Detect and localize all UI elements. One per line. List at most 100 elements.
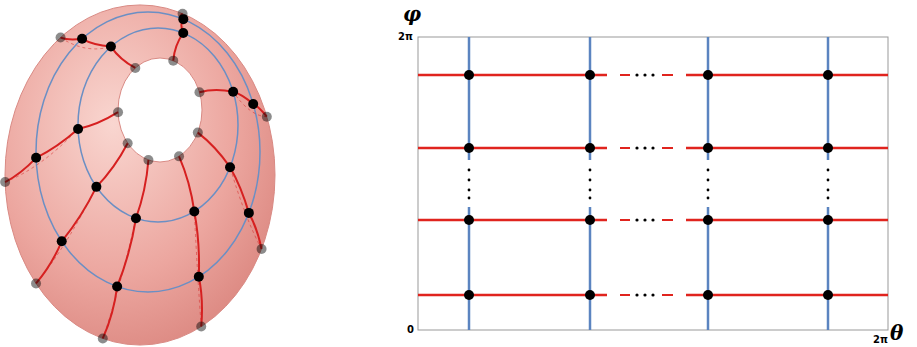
plot-frame [418, 37, 888, 330]
blue-line [468, 207, 471, 330]
red-line [686, 147, 888, 150]
intersection-dot [585, 290, 595, 300]
ellipsis-dot [468, 169, 471, 172]
red-dash [662, 219, 673, 221]
hidden-meridian [230, 167, 262, 249]
intersection-dot [244, 208, 254, 218]
red-dash [620, 294, 630, 296]
axis-tick: 2π [398, 32, 413, 42]
red-dash [662, 74, 673, 76]
ellipsis-dot [589, 179, 592, 182]
intersection-dot [31, 153, 41, 163]
ellipsis-dot [468, 189, 471, 192]
intersection-dot [248, 99, 258, 109]
intersection-dot [823, 290, 833, 300]
blue-line [589, 207, 592, 330]
intersection-dot [225, 162, 235, 172]
intersection-dot [31, 278, 41, 288]
blue-line [589, 37, 592, 160]
ellipsis-dot [635, 146, 638, 149]
red-dash [620, 219, 630, 221]
intersection-dot [823, 143, 833, 153]
axis-tick: 0 [407, 325, 414, 335]
intersection-dot [823, 70, 833, 80]
intersection-dot [703, 215, 713, 225]
intersection-dot [585, 70, 595, 80]
intersection-dot [585, 143, 595, 153]
red-line [686, 74, 888, 77]
ellipsis-dot [468, 179, 471, 182]
ellipsis-dot [589, 169, 592, 172]
ellipsis-dot [635, 293, 638, 296]
intersection-dot [178, 28, 188, 38]
blue-line [468, 37, 471, 160]
ellipsis-dot [589, 189, 592, 192]
intersection-dot [703, 143, 713, 153]
hidden-meridian [233, 92, 267, 117]
ellipsis-dot [643, 146, 646, 149]
intersection-dot [174, 151, 184, 161]
hidden-meridian [36, 187, 96, 284]
intersection-dot [91, 182, 101, 192]
ellipsis-dot [827, 179, 830, 182]
intersection-dot [189, 206, 199, 216]
ellipsis-dot [651, 293, 654, 296]
ellipsis-dot [707, 179, 710, 182]
ellipsis-dot [589, 197, 592, 200]
red-meridian [36, 143, 128, 283]
hidden-meridian [103, 218, 136, 338]
ellipsis-dot [643, 73, 646, 76]
red-dash [620, 74, 630, 76]
ellipsis-dot [643, 218, 646, 221]
intersection-dot [73, 124, 83, 134]
intersection-dot [262, 112, 272, 122]
blue-line [707, 207, 710, 330]
axis-label: φ [403, 4, 421, 24]
torus-surface [5, 5, 275, 345]
blue-circle [78, 28, 238, 222]
intersection-dot [464, 143, 474, 153]
intersection-dot [196, 322, 206, 332]
blue-line [707, 37, 710, 160]
ellipsis-dot [651, 73, 654, 76]
red-dash [662, 147, 673, 149]
axis-tick: 2π [873, 335, 888, 345]
ellipsis-dot [827, 189, 830, 192]
ellipsis-dot [707, 197, 710, 200]
ellipsis-dot [827, 169, 830, 172]
intersection-dot [77, 34, 87, 44]
blue-circle [36, 12, 260, 292]
red-meridian [61, 38, 136, 68]
intersection-dot [464, 215, 474, 225]
intersection-dot [703, 290, 713, 300]
intersection-dot [464, 290, 474, 300]
intersection-dot [112, 282, 122, 292]
red-meridian [179, 156, 202, 326]
red-dash [662, 294, 673, 296]
red-line [418, 294, 607, 297]
intersection-dot [823, 215, 833, 225]
intersection-dot [106, 42, 116, 52]
red-line [686, 294, 888, 297]
blue-line [827, 207, 830, 330]
ellipsis-dot [651, 218, 654, 221]
intersection-dot [0, 177, 10, 187]
ellipsis-dot [635, 218, 638, 221]
intersection-dot [57, 236, 67, 246]
intersection-dot [123, 138, 133, 148]
intersection-dot [143, 155, 153, 165]
hidden-meridian [194, 211, 201, 326]
red-line [686, 219, 888, 222]
intersection-dot [464, 70, 474, 80]
red-line [418, 147, 607, 150]
intersection-dot [113, 107, 123, 117]
ellipsis-dot [707, 169, 710, 172]
intersection-dot [178, 9, 188, 19]
ellipsis-dot [707, 189, 710, 192]
intersection-dot [228, 87, 238, 97]
red-line [418, 74, 607, 77]
red-meridian [103, 160, 149, 338]
red-meridian [198, 133, 262, 249]
red-line [418, 219, 607, 222]
